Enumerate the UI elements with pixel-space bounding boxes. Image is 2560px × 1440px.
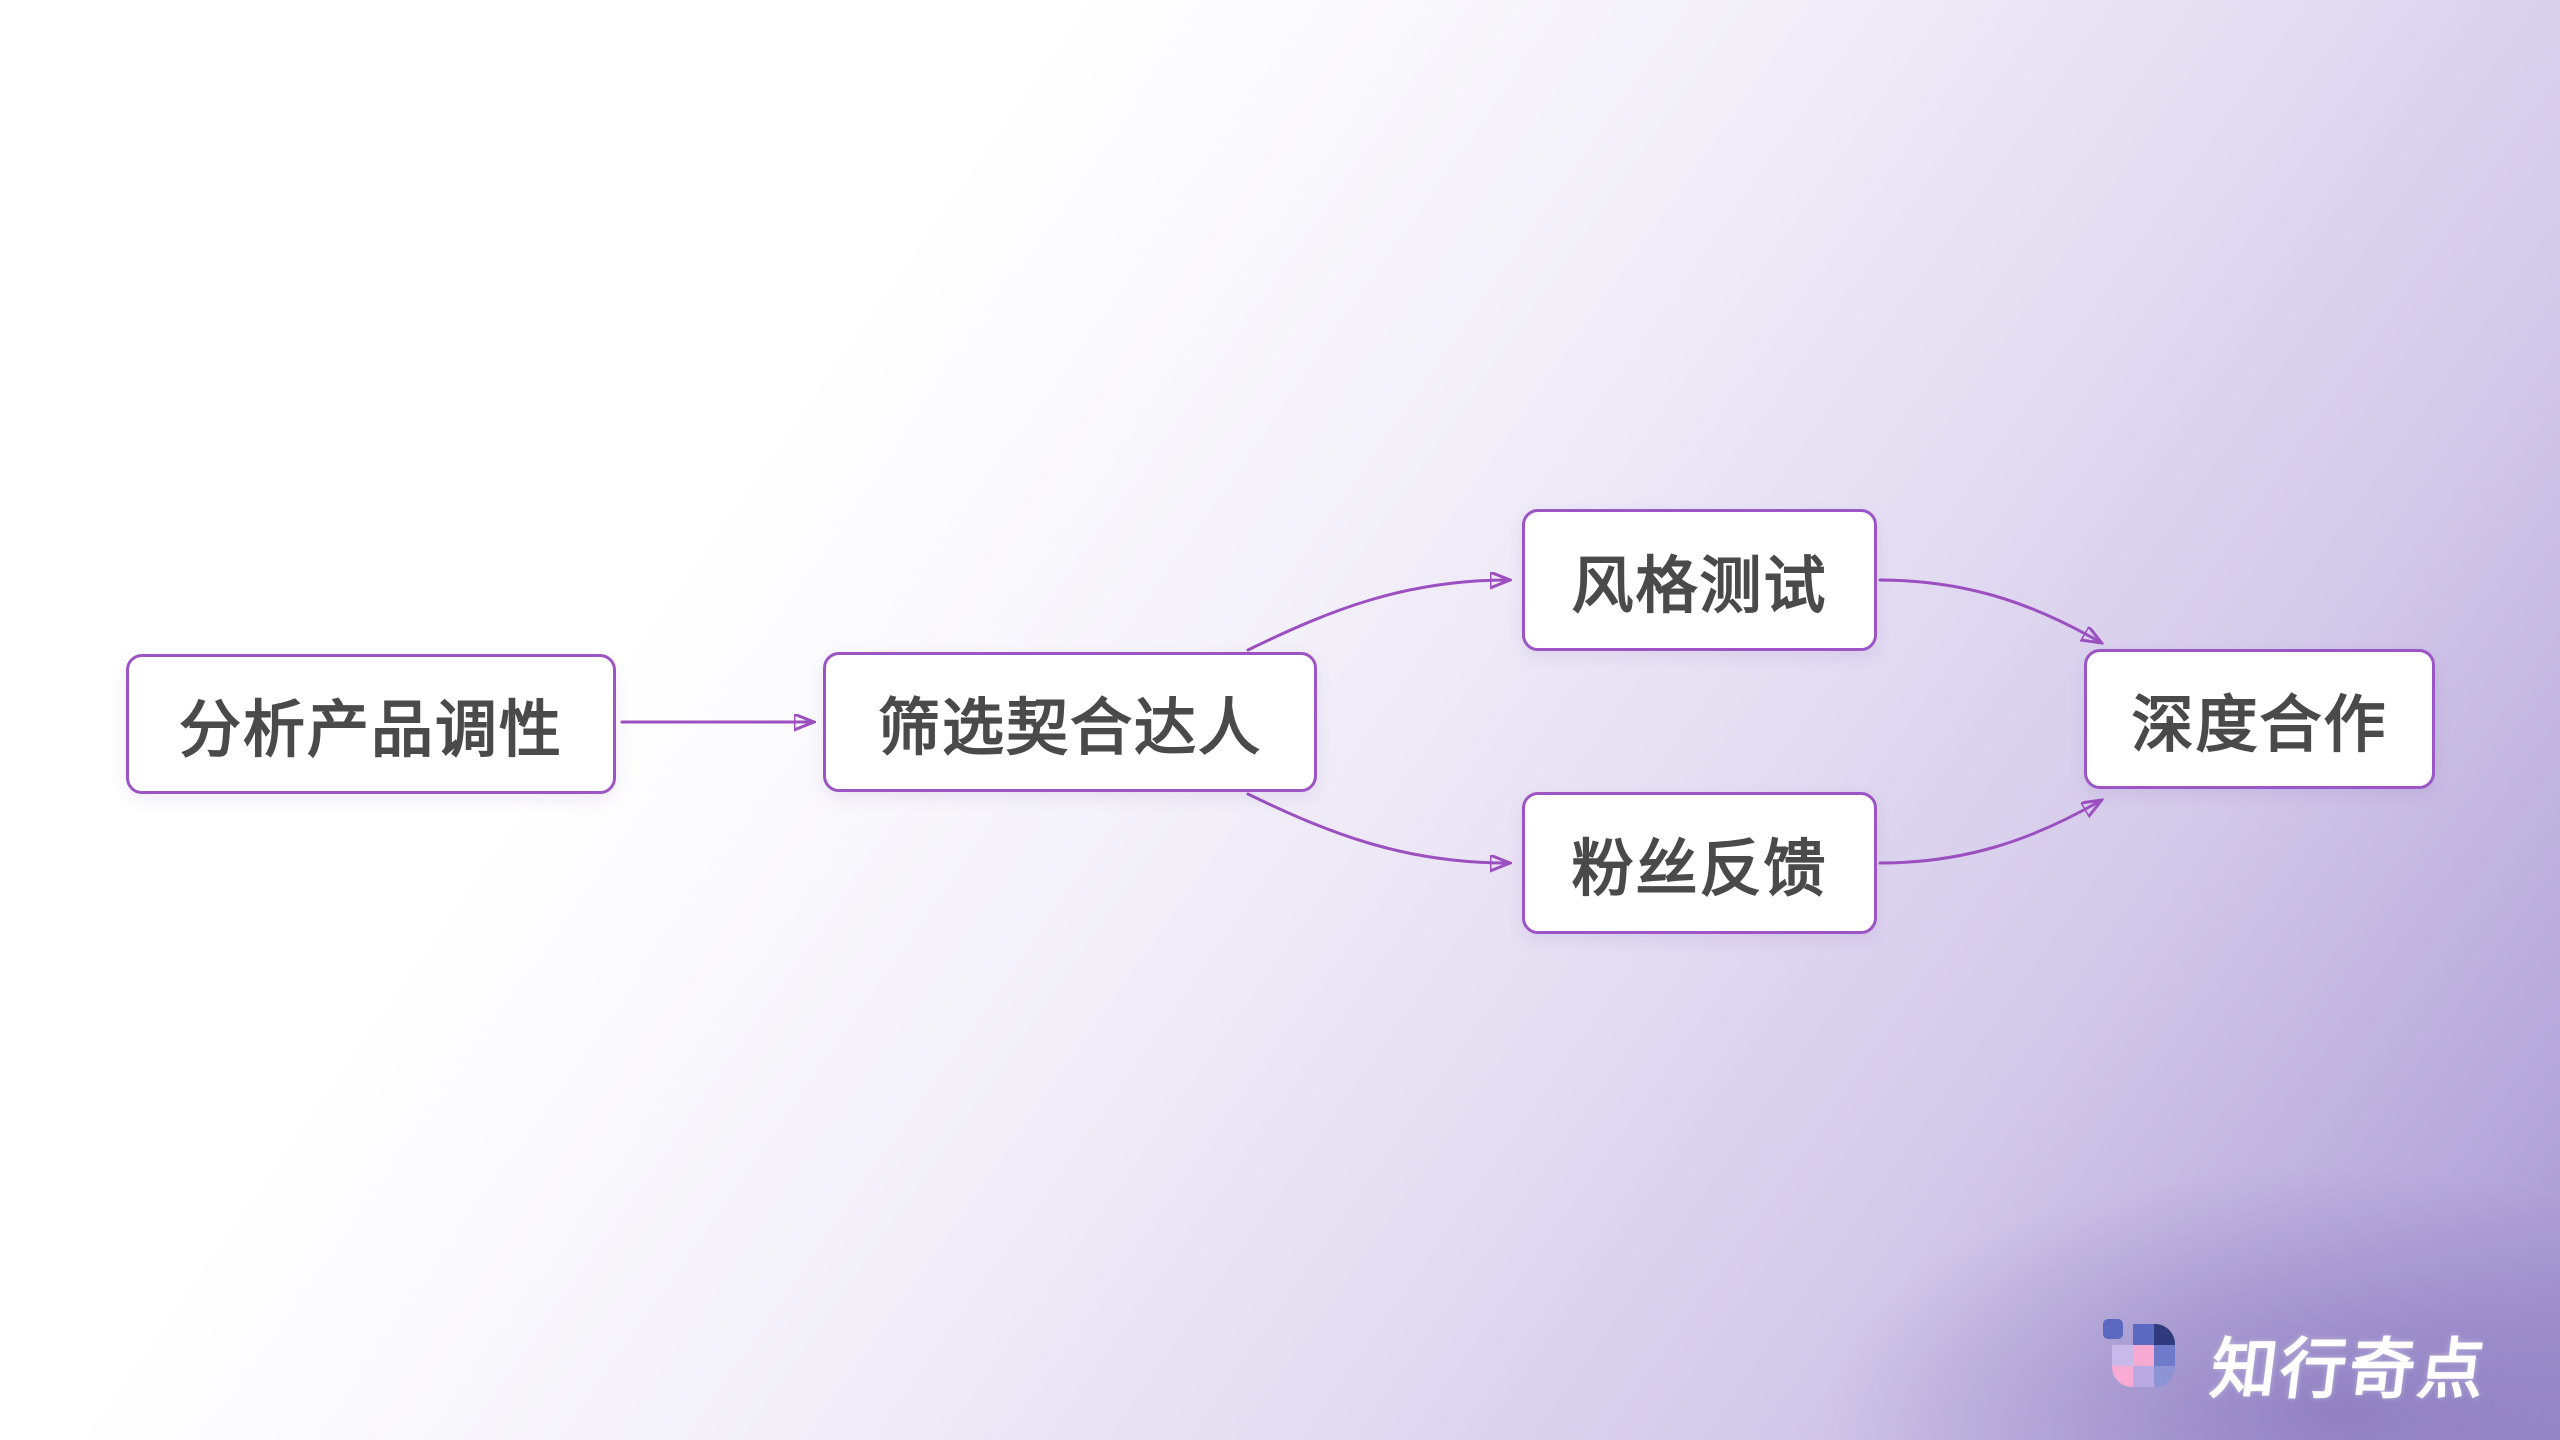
logo-chip-square [2103,1319,2123,1339]
node-deep-cooperation: 深度合作 [2084,649,2435,789]
edge-screen-to-style-test [1246,580,1508,652]
node-label: 风格测试 [1571,552,1828,621]
node-label: 筛选契合达人 [877,694,1262,763]
node-style-test: 风格测试 [1522,509,1877,651]
node-label: 深度合作 [2131,691,2388,760]
node-label: 粉丝反馈 [1571,835,1828,904]
edge-style-test-to-deep-coop [1878,578,2100,642]
node-label: 分析产品调性 [178,696,563,765]
node-fan-feedback: 粉丝反馈 [1522,792,1877,934]
edge-screen-to-fan-feedback [1246,792,1508,863]
edge-fan-feedback-to-deep-coop [1878,801,2100,865]
brand-logo-text: 知行奇点 [2206,1332,2492,1406]
node-analyze-product-tone: 分析产品调性 [126,654,616,794]
brand-logo: 知行奇点 [2096,1302,2546,1412]
pixel-grid-logo-icon [2096,1302,2196,1402]
node-select-matching-influencers: 筛选契合达人 [823,652,1317,792]
logo-grid [2112,1324,2175,1387]
